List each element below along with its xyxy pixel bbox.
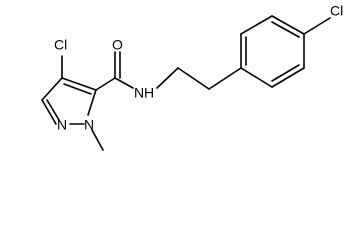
bond-ch2-ring (208, 67, 242, 90)
bond-n1-c5 (87, 89, 97, 116)
bond-ph-cl (303, 17, 331, 35)
atom-cl-phenyl: Cl (330, 3, 343, 19)
bond-c5-carbonyl (95, 77, 116, 91)
bond-c3-n2-double (46, 99, 60, 121)
bond-ph-3-double (271, 21, 300, 38)
bond-carbonyl-n (114, 77, 134, 89)
atom-cl-pyrazole: Cl (54, 37, 67, 53)
atom-methyl-n: N (84, 117, 94, 133)
bond-c5-c4 (61, 77, 97, 91)
atom-amide-n: N (134, 85, 144, 101)
bond-ph-5 (271, 67, 305, 88)
bond-ch2-ch2 (177, 67, 210, 90)
bond-ph-6 (240, 67, 273, 88)
bond-c5-c4-double (63, 83, 92, 95)
atom-amide-h: H (144, 85, 154, 101)
chemical-structure: Cl O N H N N Cl (41, 3, 343, 151)
atom-carbonyl-o: O (112, 37, 123, 53)
atom-ring-n: N (57, 117, 67, 133)
bond-ph-3 (271, 15, 305, 35)
bond-c3-n2 (41, 99, 57, 125)
bond-ph-2 (240, 15, 273, 35)
bond-ph-5-double (271, 64, 300, 82)
bond-c4-c3 (41, 77, 63, 101)
bond-n1-methyl (91, 129, 104, 151)
bond-n-ch2 (156, 67, 179, 89)
structure-canvas: Cl O N H N N Cl (41, 3, 343, 151)
